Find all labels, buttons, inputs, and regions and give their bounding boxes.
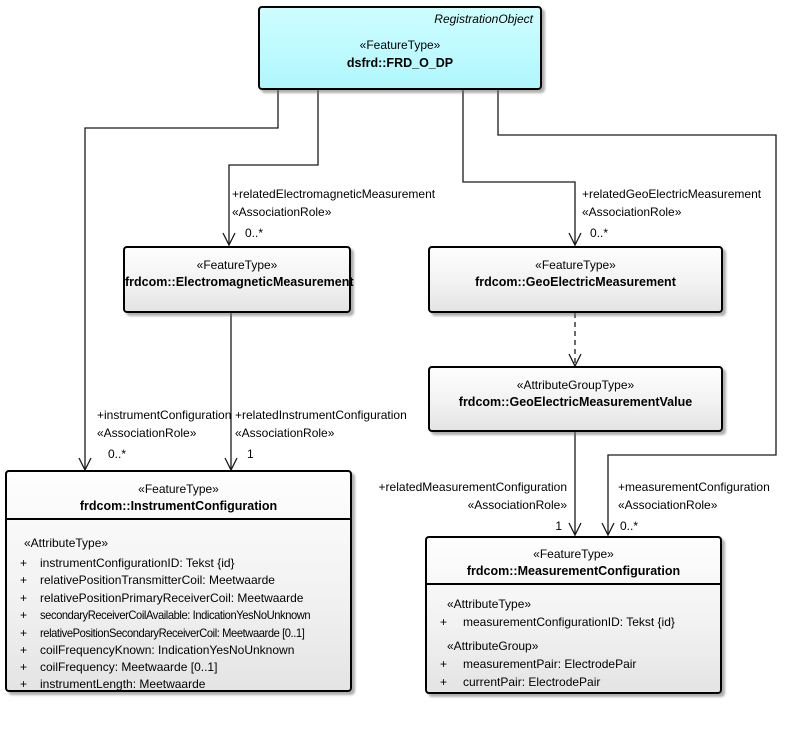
attribute-row: + secondaryReceiverCoilAvailable: Indica… — [20, 608, 311, 622]
class-name: frdcom::MeasurementConfiguration — [466, 564, 681, 578]
arrowhead-icon — [568, 232, 582, 247]
association-label-measurement-configuration: +measurementConfiguration «AssociationRo… — [618, 478, 770, 535]
class-name: dsfrd::FRD_O_DP — [346, 56, 454, 70]
role-name: +relatedElectromagneticMeasurement — [232, 187, 436, 201]
attribute-row: + instrumentLength: Meetwaarde — [20, 677, 206, 691]
section-stereotype-attribute-type: «AttributeType» — [447, 597, 532, 611]
role-name: +relatedGeoElectricMeasurement — [582, 187, 762, 201]
class-name: frdcom::GeoElectricMeasurementValue — [458, 395, 693, 409]
role-stereotype: «AssociationRole» — [582, 205, 682, 219]
role-name: +relatedMeasurementConfiguration — [378, 480, 567, 494]
attribute-row: + relativePositionSecondaryReceiverCoil:… — [20, 626, 305, 640]
role-stereotype: «AssociationRole» — [235, 426, 335, 440]
association-related-electromagnetic-measurement[interactable] — [228, 90, 319, 244]
attribute-row: + relativePositionPrimaryReceiverCoil: M… — [20, 591, 304, 605]
class-stereotype: «FeatureType» — [533, 547, 614, 561]
multiplicity: 0..* — [245, 226, 264, 240]
class-name: frdcom::InstrumentConfiguration — [79, 499, 278, 513]
class-stereotype: «FeatureType» — [359, 38, 441, 52]
role-name: +measurementConfiguration — [618, 480, 770, 494]
class-electromagnetic-measurement[interactable]: «FeatureType» frdcom::ElectromagneticMea… — [123, 246, 354, 313]
association-label-related-instrument-configuration: +relatedInstrumentConfiguration «Associa… — [235, 406, 407, 463]
class-stereotype: «FeatureType» — [196, 258, 278, 272]
section-stereotype-attribute-group: «AttributeGroup» — [447, 639, 539, 653]
class-tag-registration-object: RegistrationObject — [434, 12, 533, 26]
section-stereotype-attribute-type: «AttributeType» — [24, 536, 109, 550]
class-instrument-configuration[interactable]: «FeatureType» frdcom::InstrumentConfigur… — [5, 470, 352, 692]
attribute-row: + measurementConfigurationID: Tekst {id} — [440, 615, 675, 629]
association-label-related-electromagnetic-measurement: +relatedElectromagneticMeasurement «Asso… — [232, 185, 435, 242]
attribute-row: + coilFrequencyKnown: IndicationYesNoUnk… — [20, 643, 295, 657]
compartment-divider — [6, 518, 351, 520]
association-related-geo-electric-measurement[interactable] — [462, 90, 576, 244]
multiplicity: 0..* — [590, 226, 609, 240]
association-instrument-configuration[interactable] — [84, 90, 279, 469]
class-stereotype: «AttributeGroupType» — [516, 378, 635, 392]
role-stereotype: «AssociationRole» — [97, 426, 197, 440]
role-stereotype: «AssociationRole» — [467, 498, 567, 512]
class-name: frdcom::GeoElectricMeasurement — [475, 275, 676, 289]
arrowhead-icon — [601, 522, 615, 537]
class-stereotype: «FeatureType» — [138, 482, 219, 496]
class-name: frdcom::ElectromagneticMeasurement — [125, 275, 354, 289]
attribute-row: + instrumentConfigurationID: Tekst {id} — [20, 556, 235, 570]
attribute-row: + relativePositionTransmitterCoil: Meetw… — [20, 573, 275, 587]
attribute-row: + currentPair: ElectrodePair — [440, 675, 601, 689]
association-label-related-geo-electric-measurement: +relatedGeoElectricMeasurement «Associat… — [582, 185, 761, 242]
class-geo-electric-measurement-value[interactable]: «AttributeGroupType» frdcom::GeoElectric… — [428, 366, 723, 432]
role-stereotype: «AssociationRole» — [618, 498, 718, 512]
multiplicity: 1 — [555, 519, 562, 533]
class-frd-o-dp[interactable]: RegistrationObject «FeatureType» dsfrd::… — [258, 6, 542, 90]
association-measurement-configuration[interactable] — [497, 90, 777, 534]
attribute-row: + measurementPair: ElectrodePair — [440, 657, 637, 671]
class-geo-electric-measurement[interactable]: «FeatureType» frdcom::GeoElectricMeasure… — [428, 246, 723, 313]
class-stereotype: «FeatureType» — [535, 258, 616, 272]
multiplicity: 1 — [247, 447, 254, 461]
association-label-instrument-configuration: +instrumentConfiguration «AssociationRol… — [97, 406, 231, 463]
attribute-row: + coilFrequency: Meetwaarde [0..1] — [20, 660, 218, 674]
multiplicity: 0..* — [620, 519, 639, 533]
role-name: +instrumentConfiguration — [97, 408, 232, 422]
class-measurement-configuration[interactable]: «FeatureType» frdcom::MeasurementConfigu… — [425, 536, 722, 694]
role-name: +relatedInstrumentConfiguration — [235, 408, 407, 422]
association-label-related-measurement-configuration: +relatedMeasurementConfiguration «Associ… — [370, 478, 567, 535]
compartment-divider — [426, 583, 721, 585]
multiplicity: 0..* — [108, 447, 127, 461]
arrowhead-icon — [568, 522, 582, 537]
role-stereotype: «AssociationRole» — [232, 205, 332, 219]
arrowhead-icon — [222, 232, 236, 247]
